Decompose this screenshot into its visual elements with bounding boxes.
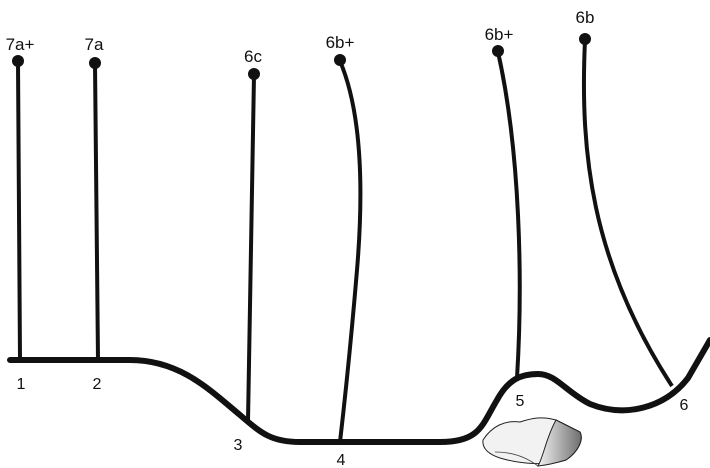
route-anchor-4	[334, 54, 346, 66]
route-number-4: 4	[337, 452, 346, 468]
ground-line	[7, 337, 710, 445]
route-number-2: 2	[93, 376, 102, 393]
route-anchor-3	[248, 68, 260, 80]
route-line-1	[16, 62, 22, 361]
route-number-6: 6	[680, 397, 689, 414]
route-line-2	[93, 63, 100, 361]
boulder-sketch	[482, 417, 582, 467]
route-grade-5: 6b+	[485, 25, 514, 44]
route-line-5	[496, 51, 522, 379]
route-anchor-1	[12, 55, 24, 67]
route-number-5: 5	[516, 393, 525, 410]
route-line-6	[581, 39, 674, 388]
route-anchor-6	[579, 33, 591, 45]
route-grade-1: 7a+	[6, 35, 35, 54]
route-anchor-2	[89, 57, 101, 69]
route-number-3: 3	[234, 437, 243, 454]
route-line-4	[338, 60, 363, 443]
route-grade-2: 7a	[85, 35, 104, 54]
route-anchor-5	[492, 45, 504, 57]
route-grade-3: 6c	[244, 47, 262, 66]
route-grade-4: 6b+	[326, 33, 355, 52]
route-grade-6: 6b	[576, 8, 595, 27]
route-line-3	[246, 74, 256, 422]
route-number-1: 1	[17, 376, 26, 393]
